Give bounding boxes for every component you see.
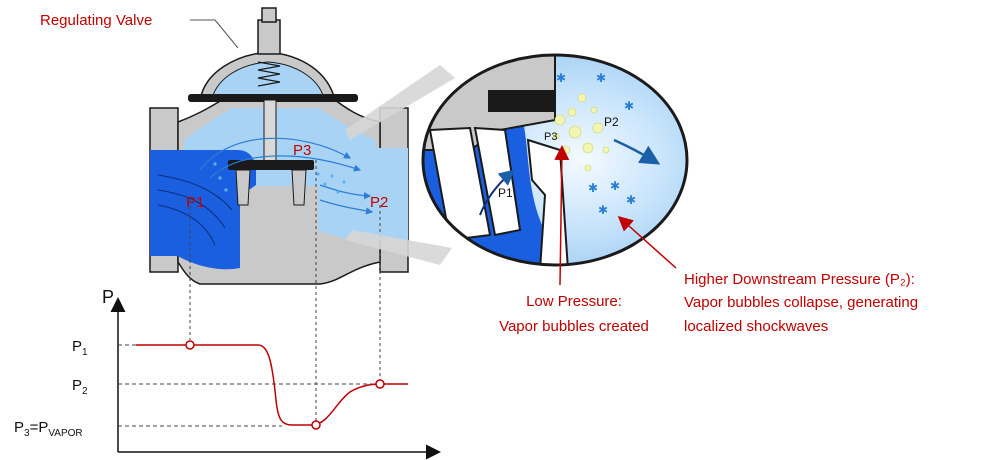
svg-text:✱: ✱ xyxy=(556,71,566,85)
valve-p2-label: P2 xyxy=(370,194,388,211)
tick-p1: P1 xyxy=(72,338,88,358)
svg-text:✱: ✱ xyxy=(598,203,608,217)
svg-text:✱: ✱ xyxy=(626,193,636,207)
zoom-p3-label: P3 xyxy=(544,131,557,143)
svg-text:✱: ✱ xyxy=(610,179,620,193)
valve-p1-label: P1 xyxy=(186,194,204,211)
low-pressure-arrow xyxy=(554,145,570,286)
high-pressure-line1: Higher Downstream Pressure (P₂): xyxy=(684,271,915,288)
high-pressure-line2: Vapor bubbles collapse, generating xyxy=(684,294,918,311)
marker-p3 xyxy=(311,420,321,430)
valve-p3-label: P3 xyxy=(293,142,311,159)
high-pressure-callout: Higher Downstream Pressure (P₂): Vapor b… xyxy=(684,271,918,335)
svg-text:✱: ✱ xyxy=(624,99,634,113)
zoom-p1-label: P1 xyxy=(498,186,513,200)
pressure-graph: P P1 P2 P3=PVAPOR xyxy=(14,287,441,460)
zoom-p2-label: P2 xyxy=(604,115,619,129)
regulating-valve-label: Regulating Valve xyxy=(40,12,152,29)
high-pressure-line3: localized shockwaves xyxy=(684,318,828,335)
low-pressure-callout: Low Pressure: Vapor bubbles created xyxy=(499,293,649,335)
zoom-detail: ✱✱✱ ✱✱✱ ✱ P1 P3 P2 xyxy=(421,53,689,267)
drop-lines xyxy=(189,160,381,422)
svg-text:✱: ✱ xyxy=(588,181,598,195)
low-pressure-line2: Vapor bubbles created xyxy=(499,318,649,335)
valve-illustration xyxy=(149,7,409,285)
pressure-curve xyxy=(136,344,408,426)
tick-p2: P2 xyxy=(72,377,88,397)
zoom-connector xyxy=(345,65,455,265)
marker-p2 xyxy=(375,379,385,389)
tick-p3: P3=PVAPOR xyxy=(14,419,83,439)
regulating-valve-leader-diag xyxy=(214,19,239,49)
low-pressure-line1: Low Pressure: xyxy=(526,293,622,310)
y-axis-label: P xyxy=(102,287,114,307)
svg-text:✱: ✱ xyxy=(596,71,606,85)
high-pressure-arrow xyxy=(617,216,677,269)
marker-p1 xyxy=(185,340,195,350)
